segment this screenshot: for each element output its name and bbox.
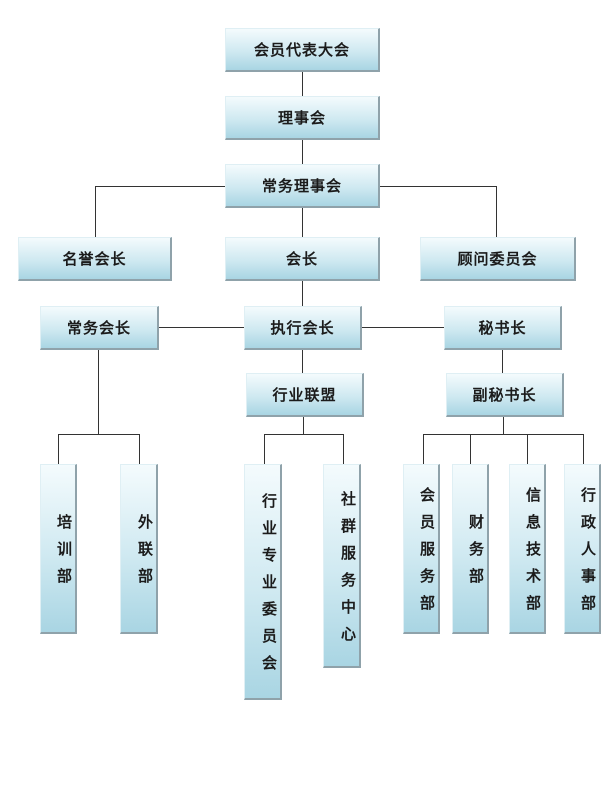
- connector-line: [470, 434, 471, 464]
- node-it-dept: 信息技术部: [509, 464, 546, 634]
- connector-line: [496, 186, 497, 238]
- connector-line: [303, 415, 304, 434]
- node-honorary-president: 名誉会长: [18, 237, 172, 281]
- connector-line: [95, 186, 96, 238]
- node-executive-president: 执行会长: [244, 306, 362, 350]
- connector-line: [302, 207, 303, 238]
- node-standing-council: 常务理事会: [225, 164, 380, 208]
- connector-line: [343, 434, 344, 464]
- node-standing-vice-president: 常务会长: [40, 306, 159, 350]
- connector-line: [423, 434, 584, 435]
- connector-line: [502, 348, 503, 375]
- node-community-center: 社群服务中心: [323, 464, 361, 668]
- connector-line: [95, 186, 226, 187]
- node-industry-alliance: 行业联盟: [246, 373, 364, 417]
- connector-line: [264, 434, 344, 435]
- connector-line: [158, 327, 244, 328]
- connector-line: [58, 434, 59, 464]
- connector-line: [302, 70, 303, 97]
- connector-line: [302, 138, 303, 164]
- node-deputy-secretary-general: 副秘书长: [446, 373, 564, 417]
- node-advisory-committee: 顾问委员会: [420, 237, 576, 281]
- connector-line: [264, 434, 265, 464]
- connector-line: [302, 280, 303, 308]
- connector-line: [423, 434, 424, 464]
- connector-line: [302, 350, 303, 375]
- node-external-relations-dept: 外联部: [120, 464, 158, 634]
- node-finance-dept: 财务部: [452, 464, 489, 634]
- node-member-services-dept: 会员服务部: [403, 464, 440, 634]
- node-council: 理事会: [225, 96, 380, 140]
- connector-line: [361, 327, 444, 328]
- node-admin-hr-dept: 行政人事部: [564, 464, 601, 634]
- connector-line: [58, 434, 140, 435]
- connector-line: [98, 348, 99, 434]
- node-industry-committee: 行业专业委员会: [244, 464, 282, 700]
- node-secretary-general: 秘书长: [444, 306, 562, 350]
- connector-line: [583, 434, 584, 464]
- connector-line: [380, 186, 497, 187]
- node-assembly: 会员代表大会: [225, 28, 380, 72]
- connector-line: [139, 434, 140, 464]
- node-president: 会长: [225, 237, 380, 281]
- connector-line: [503, 415, 504, 434]
- node-training-dept: 培训部: [40, 464, 77, 634]
- connector-line: [527, 434, 528, 464]
